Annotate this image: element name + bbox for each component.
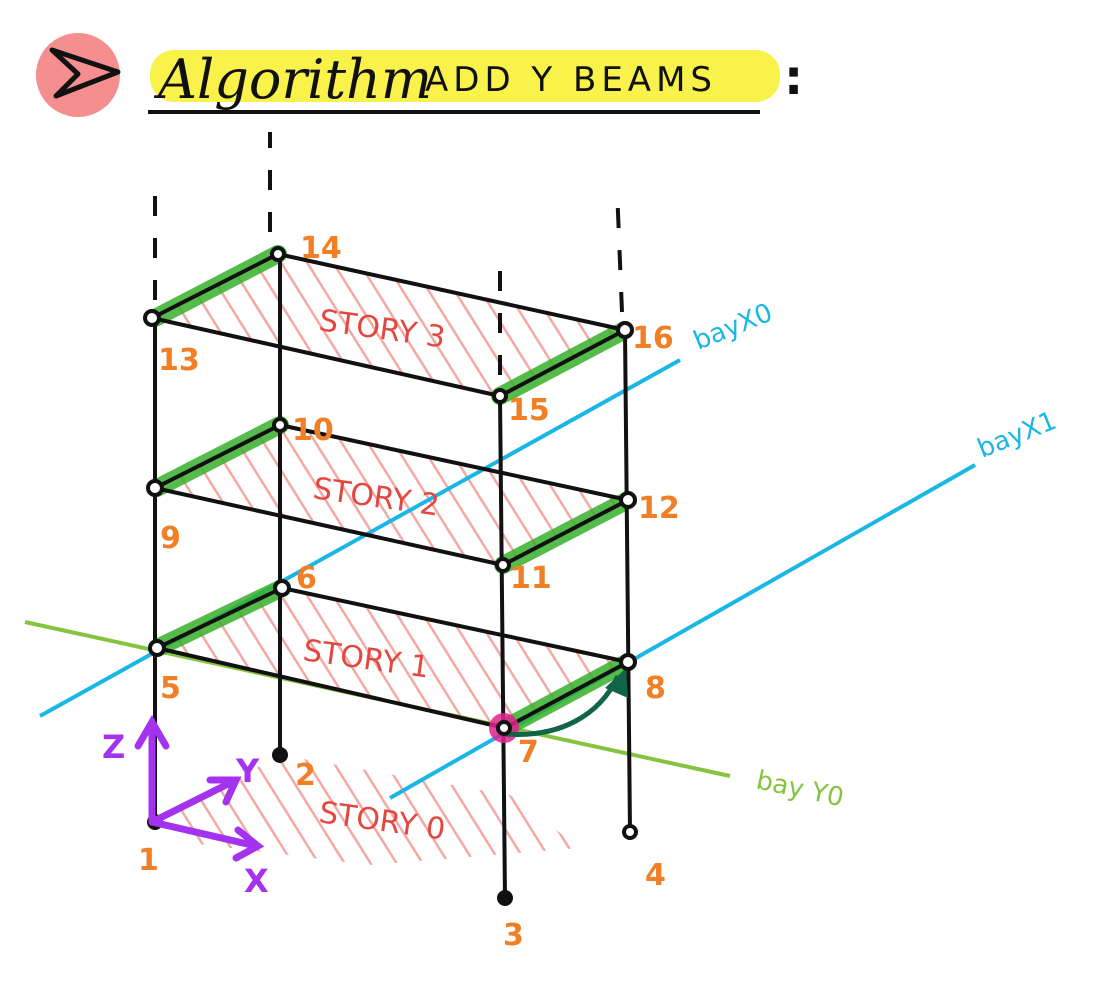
title-rest: ADD Y BEAMS <box>425 60 717 100</box>
column-extensions <box>153 132 624 375</box>
node-label-2: 2 <box>295 758 316 793</box>
node-label-8: 8 <box>645 671 666 706</box>
story-label-3: STORY 3 <box>317 303 447 355</box>
node-label-9: 9 <box>160 521 181 556</box>
bay-x1-label: bayX1 <box>973 406 1060 465</box>
title-colon: : <box>784 50 803 106</box>
title-highlight <box>150 50 780 102</box>
beams <box>151 252 629 730</box>
bay-x0-line <box>39 358 681 718</box>
node-label-16: 16 <box>632 321 674 356</box>
axis-label-x: X <box>244 862 269 900</box>
node-label-5: 5 <box>160 671 181 706</box>
axis-labels: Z Y X <box>102 728 269 900</box>
node-label-3: 3 <box>503 918 524 953</box>
title-word: Algorithm <box>153 48 432 111</box>
node-label-11: 11 <box>510 561 552 596</box>
story-labels: STORY 0 STORY 1 STORY 2 STORY 3 <box>301 303 447 847</box>
bay-x1-line <box>389 463 976 800</box>
story-label-2: STORY 2 <box>311 471 441 523</box>
node-label-15: 15 <box>508 393 550 428</box>
bay-y0-label: bay Y0 <box>754 766 847 814</box>
next-node-arrowhead-icon <box>605 668 628 698</box>
node-label-10: 10 <box>292 413 334 448</box>
axis-label-z: Z <box>102 728 125 766</box>
node-label-6: 6 <box>296 561 317 596</box>
axis-label-y: Y <box>235 752 260 790</box>
node-label-13: 13 <box>158 343 200 378</box>
arrowhead-icon <box>49 47 121 99</box>
axis-triad <box>134 715 265 862</box>
node-label-1: 1 <box>138 843 159 878</box>
node-label-7: 7 <box>518 735 539 770</box>
title-bar: Algorithm ADD Y BEAMS : <box>36 33 803 117</box>
node-label-14: 14 <box>300 231 342 266</box>
node-label-4: 4 <box>645 858 666 893</box>
story-label-1: STORY 1 <box>301 633 431 685</box>
node-labels: 1 2 3 4 5 6 7 8 9 10 11 12 13 14 15 16 <box>138 231 680 953</box>
bay-x0-label: bayX0 <box>689 298 776 357</box>
node-label-12: 12 <box>638 491 680 526</box>
